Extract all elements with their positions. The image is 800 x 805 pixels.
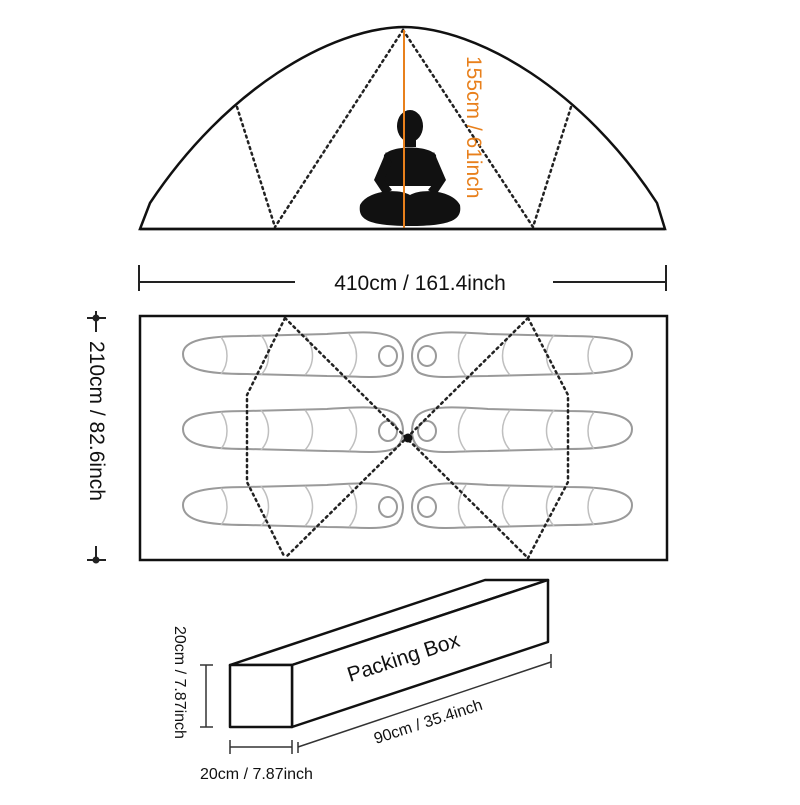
box-length-dimension (297, 654, 552, 753)
tent-height-label: 155cm / 61inch (462, 56, 485, 198)
box-end-face (228, 663, 294, 729)
tent-length-label: 410cm / 161.4inch (334, 272, 506, 295)
packing-box (228, 578, 550, 729)
tent-side-view: 155cm / 61inch (138, 25, 667, 231)
box-width-label: 20cm / 7.87inch (200, 766, 313, 783)
box-height-label: 20cm / 7.87inch (171, 626, 188, 739)
length-dimension (138, 265, 667, 291)
box-length-label: 90cm / 35.4inch (372, 697, 485, 748)
box-width-dimension (229, 740, 293, 754)
tent-poles-dotted (235, 28, 573, 229)
tent-width-label: 210cm / 82.6inch (85, 341, 108, 501)
box-height-dimension (200, 664, 213, 728)
tent-floor-plan (138, 314, 669, 562)
pole-hub (403, 433, 413, 443)
